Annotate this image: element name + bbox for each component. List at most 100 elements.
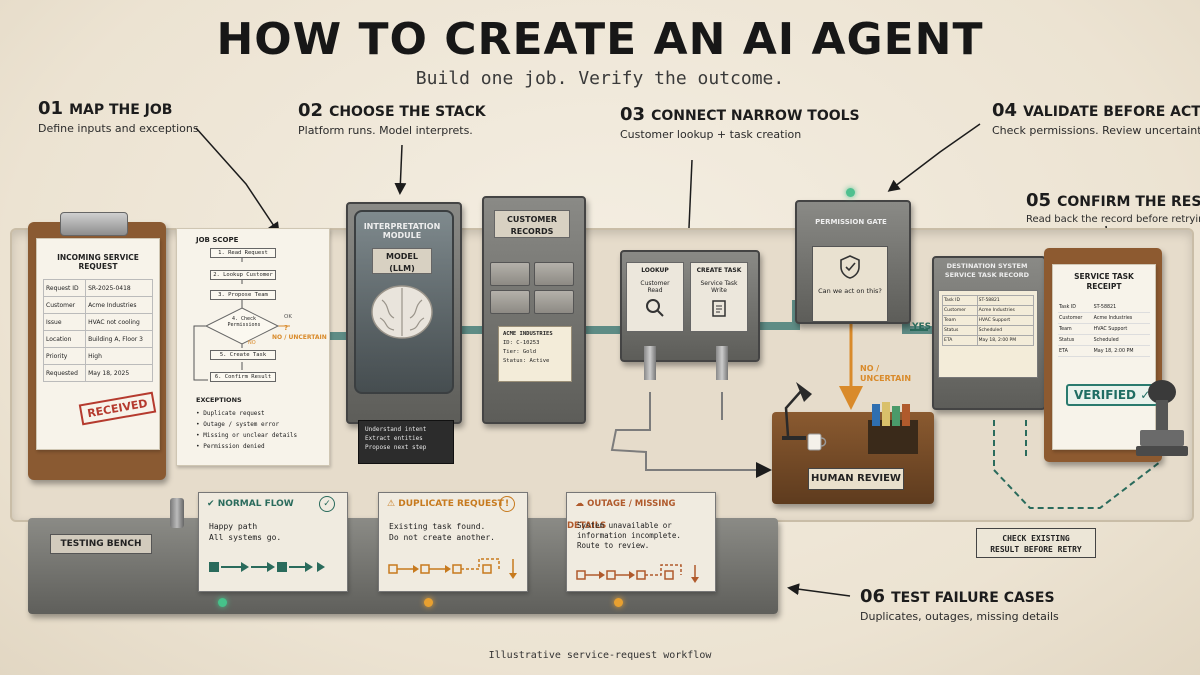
step-title: CONFIRM THE RESULT — [1057, 194, 1200, 210]
list-item: • Permission denied — [196, 443, 265, 450]
step-number: 06 — [860, 586, 886, 607]
tool-line: Service Task — [700, 280, 738, 287]
flow-duplicate — [388, 558, 517, 579]
clipboard-icon — [712, 300, 726, 317]
gate-no: NO / — [860, 364, 880, 373]
drawer — [490, 290, 530, 314]
tool-line: Read — [647, 287, 663, 294]
clipboard-clip — [60, 212, 128, 236]
test-head: ✔ NORMAL FLOW ✓ — [199, 493, 345, 515]
tool-name: LOOKUP — [641, 267, 669, 274]
file-organizer-icon — [868, 402, 918, 454]
test-outage-missing[interactable]: ☁ OUTAGE / MISSING DETAILS System unavai… — [566, 492, 716, 592]
step-description: Read back the record before retrying. — [1026, 214, 1200, 225]
scope-no-uncertain: NO / UNCERTAIN — [272, 334, 327, 341]
row-value: SR-2025-0418 — [85, 279, 153, 297]
gate-label: PERMISSION GATE — [815, 218, 887, 226]
indicator-light-green — [218, 598, 227, 607]
gate-light — [846, 188, 855, 197]
step-description: Check permissions. Review uncertainty. — [992, 124, 1200, 137]
tool-lookup[interactable]: LOOKUP Customer Read — [626, 262, 684, 332]
row-value: May 18, 2025 — [85, 364, 153, 382]
drawer — [490, 262, 530, 286]
pipe-tools-gate — [756, 300, 800, 330]
gate-yes: YES — [912, 322, 932, 332]
row-label: Priority — [42, 347, 87, 365]
test-head: ☁ OUTAGE / MISSING DETAILS — [567, 493, 713, 531]
interpretation-label: INTERPRETATION MODULE — [363, 222, 441, 240]
row-value: HVAC not cooling — [85, 313, 153, 331]
cable-to-review — [610, 392, 772, 478]
magnifier-icon — [646, 299, 664, 317]
job-scope-sheet — [176, 228, 330, 466]
arrow-step-01 — [195, 127, 280, 235]
test-head: ⚠ DUPLICATE REQUEST ! — [379, 493, 525, 515]
step-description: Define inputs and exceptions — [38, 122, 199, 135]
indicator-light-amber — [614, 598, 623, 607]
gate-question-box: Can we act on this? — [812, 246, 888, 322]
step-number: 01 — [38, 98, 64, 119]
scope-step: 6. Confirm Result — [210, 372, 276, 382]
step-number: 02 — [298, 100, 324, 121]
note-line: Understand intent — [365, 426, 427, 433]
step-title: CONNECT NARROW TOOLS — [651, 108, 860, 124]
row-label: Customer — [42, 296, 87, 314]
step-title: CHOOSE THE STACK — [329, 104, 486, 120]
model-plate: MODEL (LLM) — [372, 248, 432, 274]
brain-icon — [371, 285, 433, 339]
indicator-light-amber — [424, 598, 433, 607]
connector-plug — [644, 346, 656, 380]
scope-flow-lines — [193, 254, 290, 381]
coffee-cup-icon — [807, 433, 827, 451]
step-title: TEST FAILURE CASES — [891, 590, 1055, 606]
note-line: Extract entities — [365, 435, 423, 442]
test-duplicate-request[interactable]: ⚠ DUPLICATE REQUEST ! Existing task foun… — [378, 492, 528, 592]
warning-icon: ⚠ — [387, 499, 396, 509]
flow-outage — [576, 564, 699, 583]
list-item: • Missing or unclear details — [196, 432, 298, 439]
row-value: High — [85, 347, 153, 365]
test-title: DUPLICATE REQUEST — [398, 499, 504, 509]
row-label: Location — [42, 330, 87, 348]
customer-card: ACME INDUSTRIES ID: C-10253 Tier: Gold S… — [498, 326, 572, 382]
card-title: ACME INDUSTRIES — [503, 331, 553, 337]
tool-create-task[interactable]: CREATE TASK Service Task Write — [690, 262, 748, 332]
flow-happy-path — [209, 562, 325, 572]
testing-bench-label: TESTING BENCH — [50, 534, 152, 554]
scope-no: NO — [248, 340, 256, 346]
step-description: Platform runs. Model interprets. — [298, 124, 473, 137]
shield-icon — [840, 255, 860, 279]
step-title: VALIDATE BEFORE ACTING — [1023, 104, 1200, 120]
retry-dashed-line — [993, 420, 1161, 509]
test-body: Existing task found.Do not create anothe… — [389, 522, 495, 542]
scope-step: 1. Read Request — [210, 248, 276, 258]
step-number: 05 — [1026, 190, 1052, 211]
list-item: • Duplicate request — [196, 410, 265, 417]
records-label: CUSTOMER RECORDS — [494, 210, 570, 238]
test-title: NORMAL FLOW — [217, 499, 294, 509]
drawer — [534, 262, 574, 286]
request-title: INCOMING SERVICE REQUEST — [57, 253, 139, 271]
row-label: Request ID — [42, 279, 87, 297]
chevron-down-icon: ✔ — [207, 499, 215, 509]
test-title: OUTAGE / MISSING DETAILS — [567, 499, 676, 531]
scope-step: 3. Propose Team — [210, 290, 276, 300]
tool-line: Write — [711, 287, 727, 294]
list-item: • Outage / system error — [196, 421, 280, 428]
interpretation-notes: Understand intent Extract entities Propo… — [358, 420, 454, 464]
